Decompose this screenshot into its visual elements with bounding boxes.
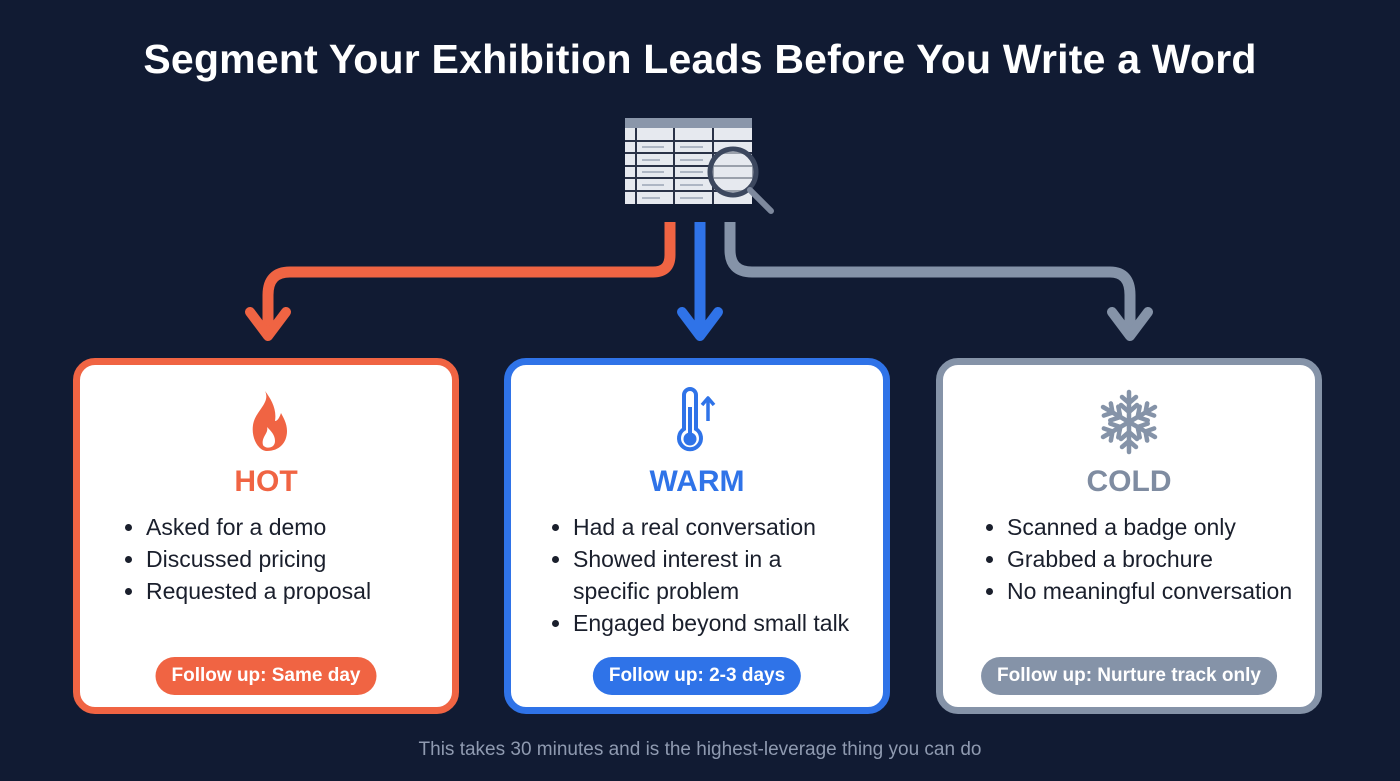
criteria-item: Showed interest in a specific problem bbox=[573, 543, 823, 607]
criteria-item: Scanned a badge only bbox=[1007, 511, 1292, 543]
criteria-list: Asked for a demo Discussed pricing Reque… bbox=[120, 511, 371, 607]
criteria-list: Had a real conversation Showed interest … bbox=[547, 511, 849, 639]
segment-label: HOT bbox=[234, 465, 298, 498]
hot-connector bbox=[262, 222, 676, 330]
criteria-item: Grabbed a brochure bbox=[1007, 543, 1292, 575]
follow-up-badge: Follow up: Same day bbox=[155, 657, 377, 695]
snowflake-icon bbox=[1100, 389, 1158, 455]
criteria-item: Asked for a demo bbox=[146, 511, 371, 543]
warm-segment-card: WARM Had a real conversation Showed inte… bbox=[504, 358, 890, 714]
criteria-item: Had a real conversation bbox=[573, 511, 849, 543]
hot-segment-card: HOT Asked for a demo Discussed pricing R… bbox=[73, 358, 459, 714]
thermometer-rising-icon bbox=[677, 387, 716, 452]
follow-up-badge: Follow up: Nurture track only bbox=[981, 657, 1277, 695]
spreadsheet-with-magnifier-icon bbox=[625, 118, 774, 214]
page-title: Segment Your Exhibition Leads Before You… bbox=[143, 36, 1257, 82]
criteria-item: Engaged beyond small talk bbox=[573, 607, 849, 639]
segment-label: COLD bbox=[1086, 465, 1172, 498]
criteria-list: Scanned a badge only Grabbed a brochure … bbox=[981, 511, 1292, 607]
cold-connector bbox=[724, 222, 1136, 330]
footer-note: This takes 30 minutes and is the highest… bbox=[418, 739, 982, 760]
cold-segment-card: COLD Scanned a badge only Grabbed a broc… bbox=[936, 358, 1322, 714]
criteria-item: Requested a proposal bbox=[146, 575, 371, 607]
flame-icon bbox=[252, 391, 287, 451]
criteria-item: Discussed pricing bbox=[146, 543, 371, 575]
follow-up-badge: Follow up: 2-3 days bbox=[592, 657, 802, 695]
segment-label: WARM bbox=[649, 465, 745, 498]
criteria-item: No meaningful conversation bbox=[1007, 575, 1292, 607]
